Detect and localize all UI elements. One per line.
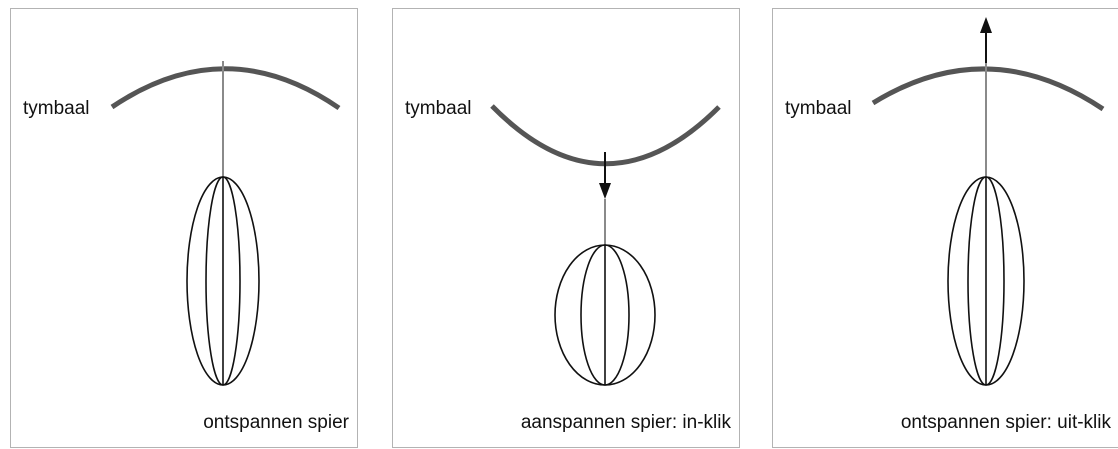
muscle-elongated [947,176,1025,386]
panel-relaxed-drawing [110,61,341,386]
panel-contracting: tymbaal aanspannen spier: in-klik [392,8,740,448]
panel-relaxed-outclick-drawing [871,17,1105,386]
arrow-up-icon [980,17,992,33]
panel-caption: ontspannen spier: uit-klik [900,412,1111,433]
panel-relaxed: tymbaal ontspannen spier [10,8,358,448]
tymbal-label: tymbaal [405,98,472,119]
panel-caption: aanspannen spier: in-klik [520,412,731,433]
panel-contracting-drawing [490,104,721,386]
arrow-down-icon [599,183,611,199]
panel-caption: ontspannen spier [203,412,349,433]
tymbal-label: tymbaal [23,98,90,119]
tymbal-label: tymbaal [785,98,852,119]
muscle-contracted [554,244,656,386]
panel-relaxed-outclick: tymbaal ontspannen spier: uit-klik [772,8,1118,448]
tymbal-convex [871,66,1105,112]
tymbal-convex [110,66,341,111]
muscle-elongated [186,176,260,386]
